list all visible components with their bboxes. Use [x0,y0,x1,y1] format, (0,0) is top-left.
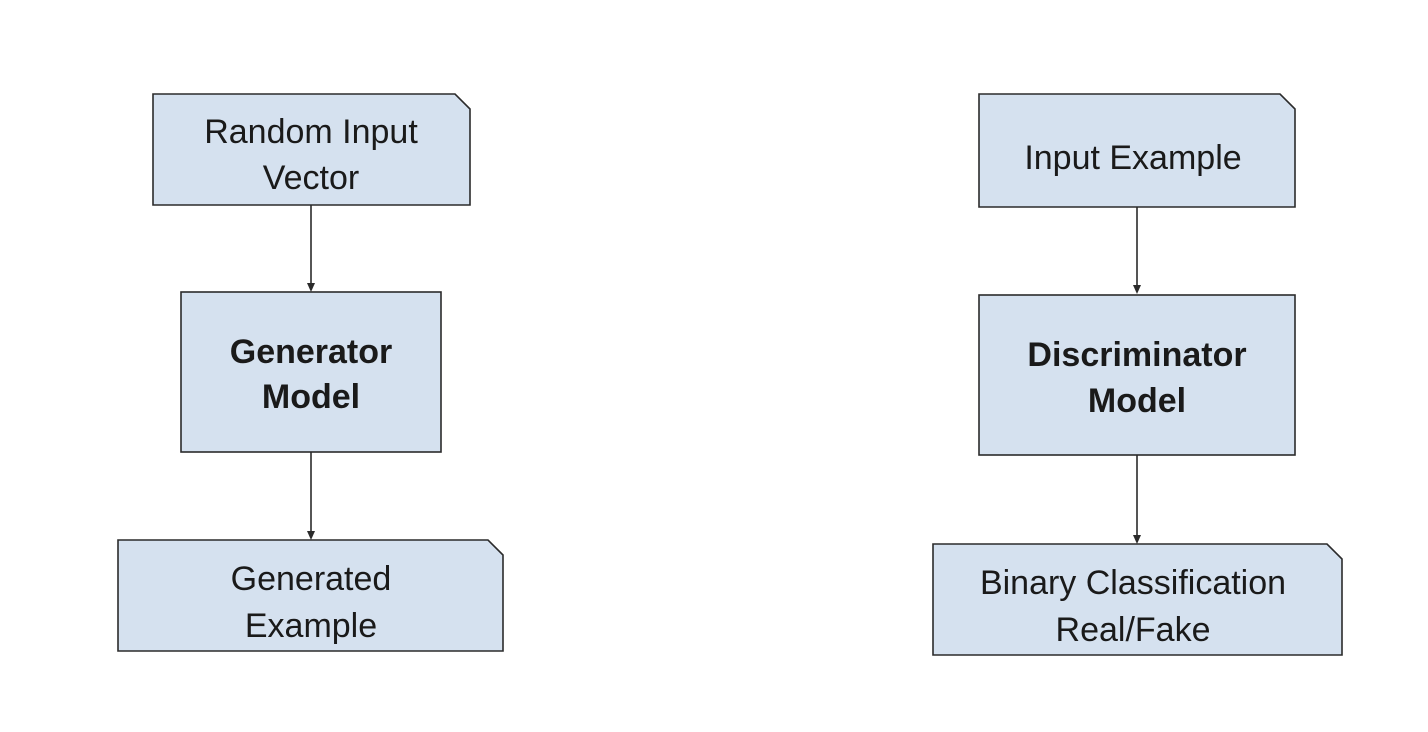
input-example-line1: Input Example [1024,139,1241,177]
generated-example-node: Generated Example [117,539,504,652]
input-example-shape [978,93,1296,208]
random-input-vector-shape [152,93,471,206]
binary-classification-line1: Binary Classification [980,564,1286,602]
arrow-discriminator-to-output [1133,455,1141,544]
discriminator-flow: Input Example Discriminator Model Binary… [932,93,1343,656]
generator-model-shape [180,291,442,453]
generator-model-node: Generator Model [180,291,442,453]
arrow-generator-to-output [307,452,315,540]
generated-example-shape [117,539,504,652]
generator-model-line2: Model [262,378,360,416]
binary-classification-shape [932,543,1343,656]
generator-model-line1: Generator [230,333,393,371]
generated-example-line1: Generated [231,560,392,598]
discriminator-model-line1: Discriminator [1027,336,1246,374]
discriminator-model-shape [978,294,1296,456]
arrow-input-to-generator [307,205,315,292]
discriminator-model-node: Discriminator Model [978,294,1296,456]
discriminator-model-line2: Model [1088,382,1186,420]
binary-classification-line2: Real/Fake [1056,611,1211,649]
generator-flow: Random Input Vector Generator Model Gene… [117,93,504,652]
random-input-vector-line2: Vector [263,159,359,197]
generated-example-line2: Example [245,607,377,645]
random-input-vector-line1: Random Input [204,113,418,151]
random-input-vector-node: Random Input Vector [152,93,471,206]
input-example-node: Input Example [978,93,1296,208]
arrow-input-to-discriminator [1133,207,1141,294]
binary-classification-node: Binary Classification Real/Fake [932,543,1343,656]
